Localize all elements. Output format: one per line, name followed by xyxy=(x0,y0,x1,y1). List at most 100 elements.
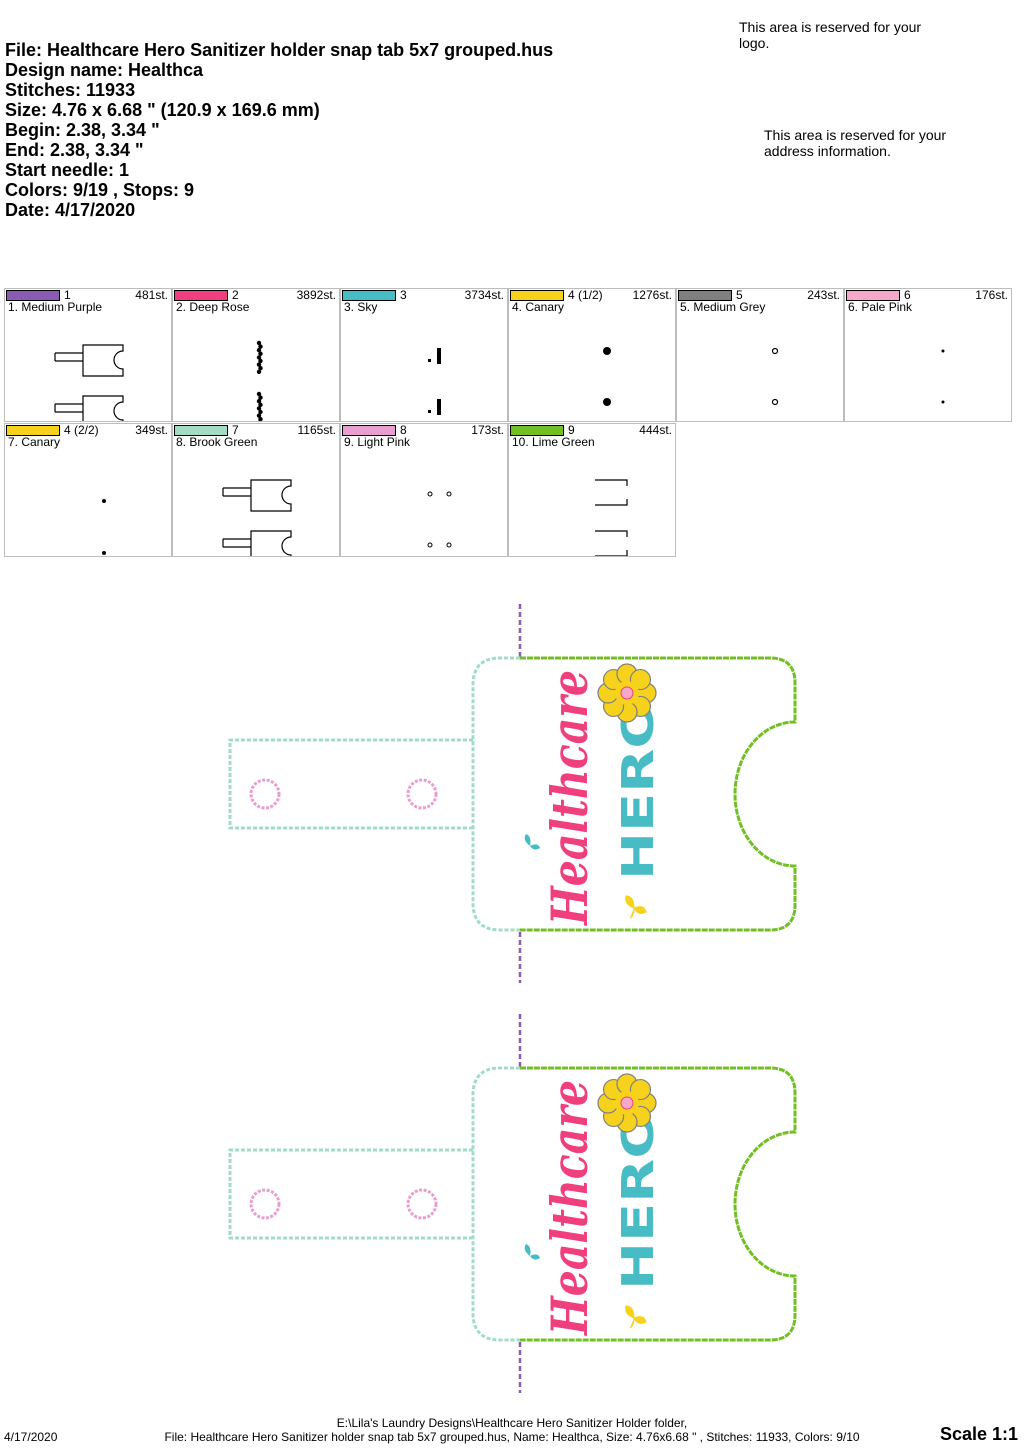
color-stop-thumbnail xyxy=(941,349,945,404)
thumb-outline-shape xyxy=(54,344,124,377)
thumb-stitch xyxy=(256,369,262,374)
sanitizer-holder: Healthcare HERO xyxy=(228,604,797,983)
address-reserved-note: This area is reserved for your address i… xyxy=(764,127,947,159)
leaf-shape xyxy=(625,1305,647,1329)
color-stop-thumbnail xyxy=(427,491,452,548)
color-stop-stitches: 349st. xyxy=(135,423,168,437)
thumb-stitch xyxy=(595,479,628,506)
holder-edge-right xyxy=(520,1066,797,1342)
color-stop-thumbnail xyxy=(54,344,124,421)
color-stop-number: 4 (2/2) xyxy=(64,423,99,437)
thumb-outline-shape xyxy=(54,395,124,421)
sanitizer-holder: Healthcare HERO xyxy=(228,1014,797,1393)
color-stop-number: 1 xyxy=(64,288,71,302)
thumb-stitch xyxy=(258,417,263,421)
color-stop-stitches: 3892st. xyxy=(296,288,336,302)
thumb-stitch xyxy=(256,399,262,404)
healthcare-text: Healthcare xyxy=(540,670,599,927)
thumb-stitch xyxy=(428,410,431,413)
thumb-outline-shape xyxy=(222,530,292,556)
color-stop-thumbnail xyxy=(771,347,779,406)
flower-icon xyxy=(597,1073,657,1133)
thumb-stitch xyxy=(256,362,262,367)
thumb-stitch xyxy=(437,348,441,364)
logo-reserved-note: This area is reserved for your logo. xyxy=(739,19,922,51)
thumb-stitch xyxy=(258,344,263,349)
leaf-shape xyxy=(524,1244,540,1260)
footer-summary: File: Healthcare Hero Sanitizer holder s… xyxy=(164,1430,860,1444)
snap-tab-outline xyxy=(228,738,473,830)
color-stop-cell: 9 444st. 10. Lime Green xyxy=(508,423,676,557)
color-stop-name: 3. Sky xyxy=(344,300,378,314)
begin-point: Begin: 2.38, 3.34 " xyxy=(5,120,160,140)
color-stop-thumbnail xyxy=(222,479,292,556)
color-stop-stitches: 176st. xyxy=(975,288,1008,302)
color-stop-stitches: 243st. xyxy=(807,288,840,302)
thumb-stitch xyxy=(256,406,262,411)
sky-leaf-icon xyxy=(524,834,540,850)
thumb-stitch xyxy=(771,398,779,406)
color-count: Colors: 9/19 , Stops: 9 xyxy=(5,180,195,200)
color-swatch xyxy=(342,290,396,301)
color-swatch xyxy=(846,290,900,301)
color-stop-thumbnail xyxy=(603,347,611,406)
color-swatch xyxy=(342,425,396,436)
color-swatch xyxy=(6,425,60,436)
page-footer: 4/17/2020 E:\Lila's Laundry Designs\Heal… xyxy=(0,1413,1024,1448)
thumb-stitch xyxy=(102,499,106,503)
hero-text: HERO xyxy=(613,1110,664,1290)
thumb-stitch xyxy=(771,347,779,355)
end-point: End: 2.38, 3.34 " xyxy=(5,140,144,160)
design-size: Size: 4.76 x 6.68 " (120.9 x 169.6 mm) xyxy=(5,100,320,120)
sky-leaf-icon xyxy=(524,1244,540,1260)
footer-date: 4/17/2020 xyxy=(4,1430,58,1444)
color-stop-number: 3 xyxy=(400,288,407,302)
thumb-stitch xyxy=(256,413,262,418)
color-stop-stitches: 444st. xyxy=(639,423,672,437)
color-stop-stitches: 1276st. xyxy=(632,288,672,302)
color-stop-number: 5 xyxy=(736,288,743,302)
snap-circle xyxy=(406,1188,438,1220)
thumb-stitch xyxy=(427,491,433,497)
color-stop-number: 9 xyxy=(568,423,575,437)
thumb-stitch xyxy=(941,349,945,353)
color-stop-name: 7. Canary xyxy=(8,435,61,449)
thumb-stitch xyxy=(258,366,263,371)
thumb-stitch xyxy=(595,530,628,556)
healthcare-text: Healthcare xyxy=(540,1080,599,1337)
color-stop-cell: 4 (1/2) 1276st. 4. Canary xyxy=(508,288,676,422)
hero-text: HERO xyxy=(613,700,664,880)
design-info: File: Healthcare Hero Sanitizer holder s… xyxy=(5,40,553,220)
holder-edge-right xyxy=(520,656,797,932)
color-stop-thumbnail xyxy=(428,348,441,415)
thumb-stitch xyxy=(446,491,452,497)
color-stop-name: 10. Lime Green xyxy=(512,435,595,449)
canary-leaf-icon xyxy=(625,895,647,919)
color-stop-name: 1. Medium Purple xyxy=(8,300,103,314)
footer-path: E:\Lila's Laundry Designs\Healthcare Her… xyxy=(336,1416,688,1430)
stitch-count: Stitches: 11933 xyxy=(5,80,136,100)
color-stop-stitches: 1165st. xyxy=(297,423,336,437)
color-stop-thumbnail xyxy=(102,499,106,555)
holder-body xyxy=(473,1068,795,1340)
color-stop-stitches: 173st. xyxy=(471,423,504,437)
flower-center xyxy=(620,1096,634,1110)
leaf-shape xyxy=(524,834,540,850)
thumb-stitch xyxy=(941,400,945,404)
flower-icon xyxy=(597,663,657,723)
snap-tab-outline xyxy=(228,1148,473,1240)
color-stop-name: 4. Canary xyxy=(512,300,565,314)
thumb-stitch xyxy=(256,391,262,397)
color-stop-name: 8. Brook Green xyxy=(176,435,258,449)
thumb-stitch xyxy=(258,351,263,356)
color-stop-stitches: 3734st. xyxy=(464,288,504,302)
color-stop-number: 8 xyxy=(400,423,407,437)
thumb-stitch xyxy=(437,399,441,415)
color-stop-number: 4 (1/2) xyxy=(568,288,603,302)
start-needle: Start needle: 1 xyxy=(5,160,130,180)
